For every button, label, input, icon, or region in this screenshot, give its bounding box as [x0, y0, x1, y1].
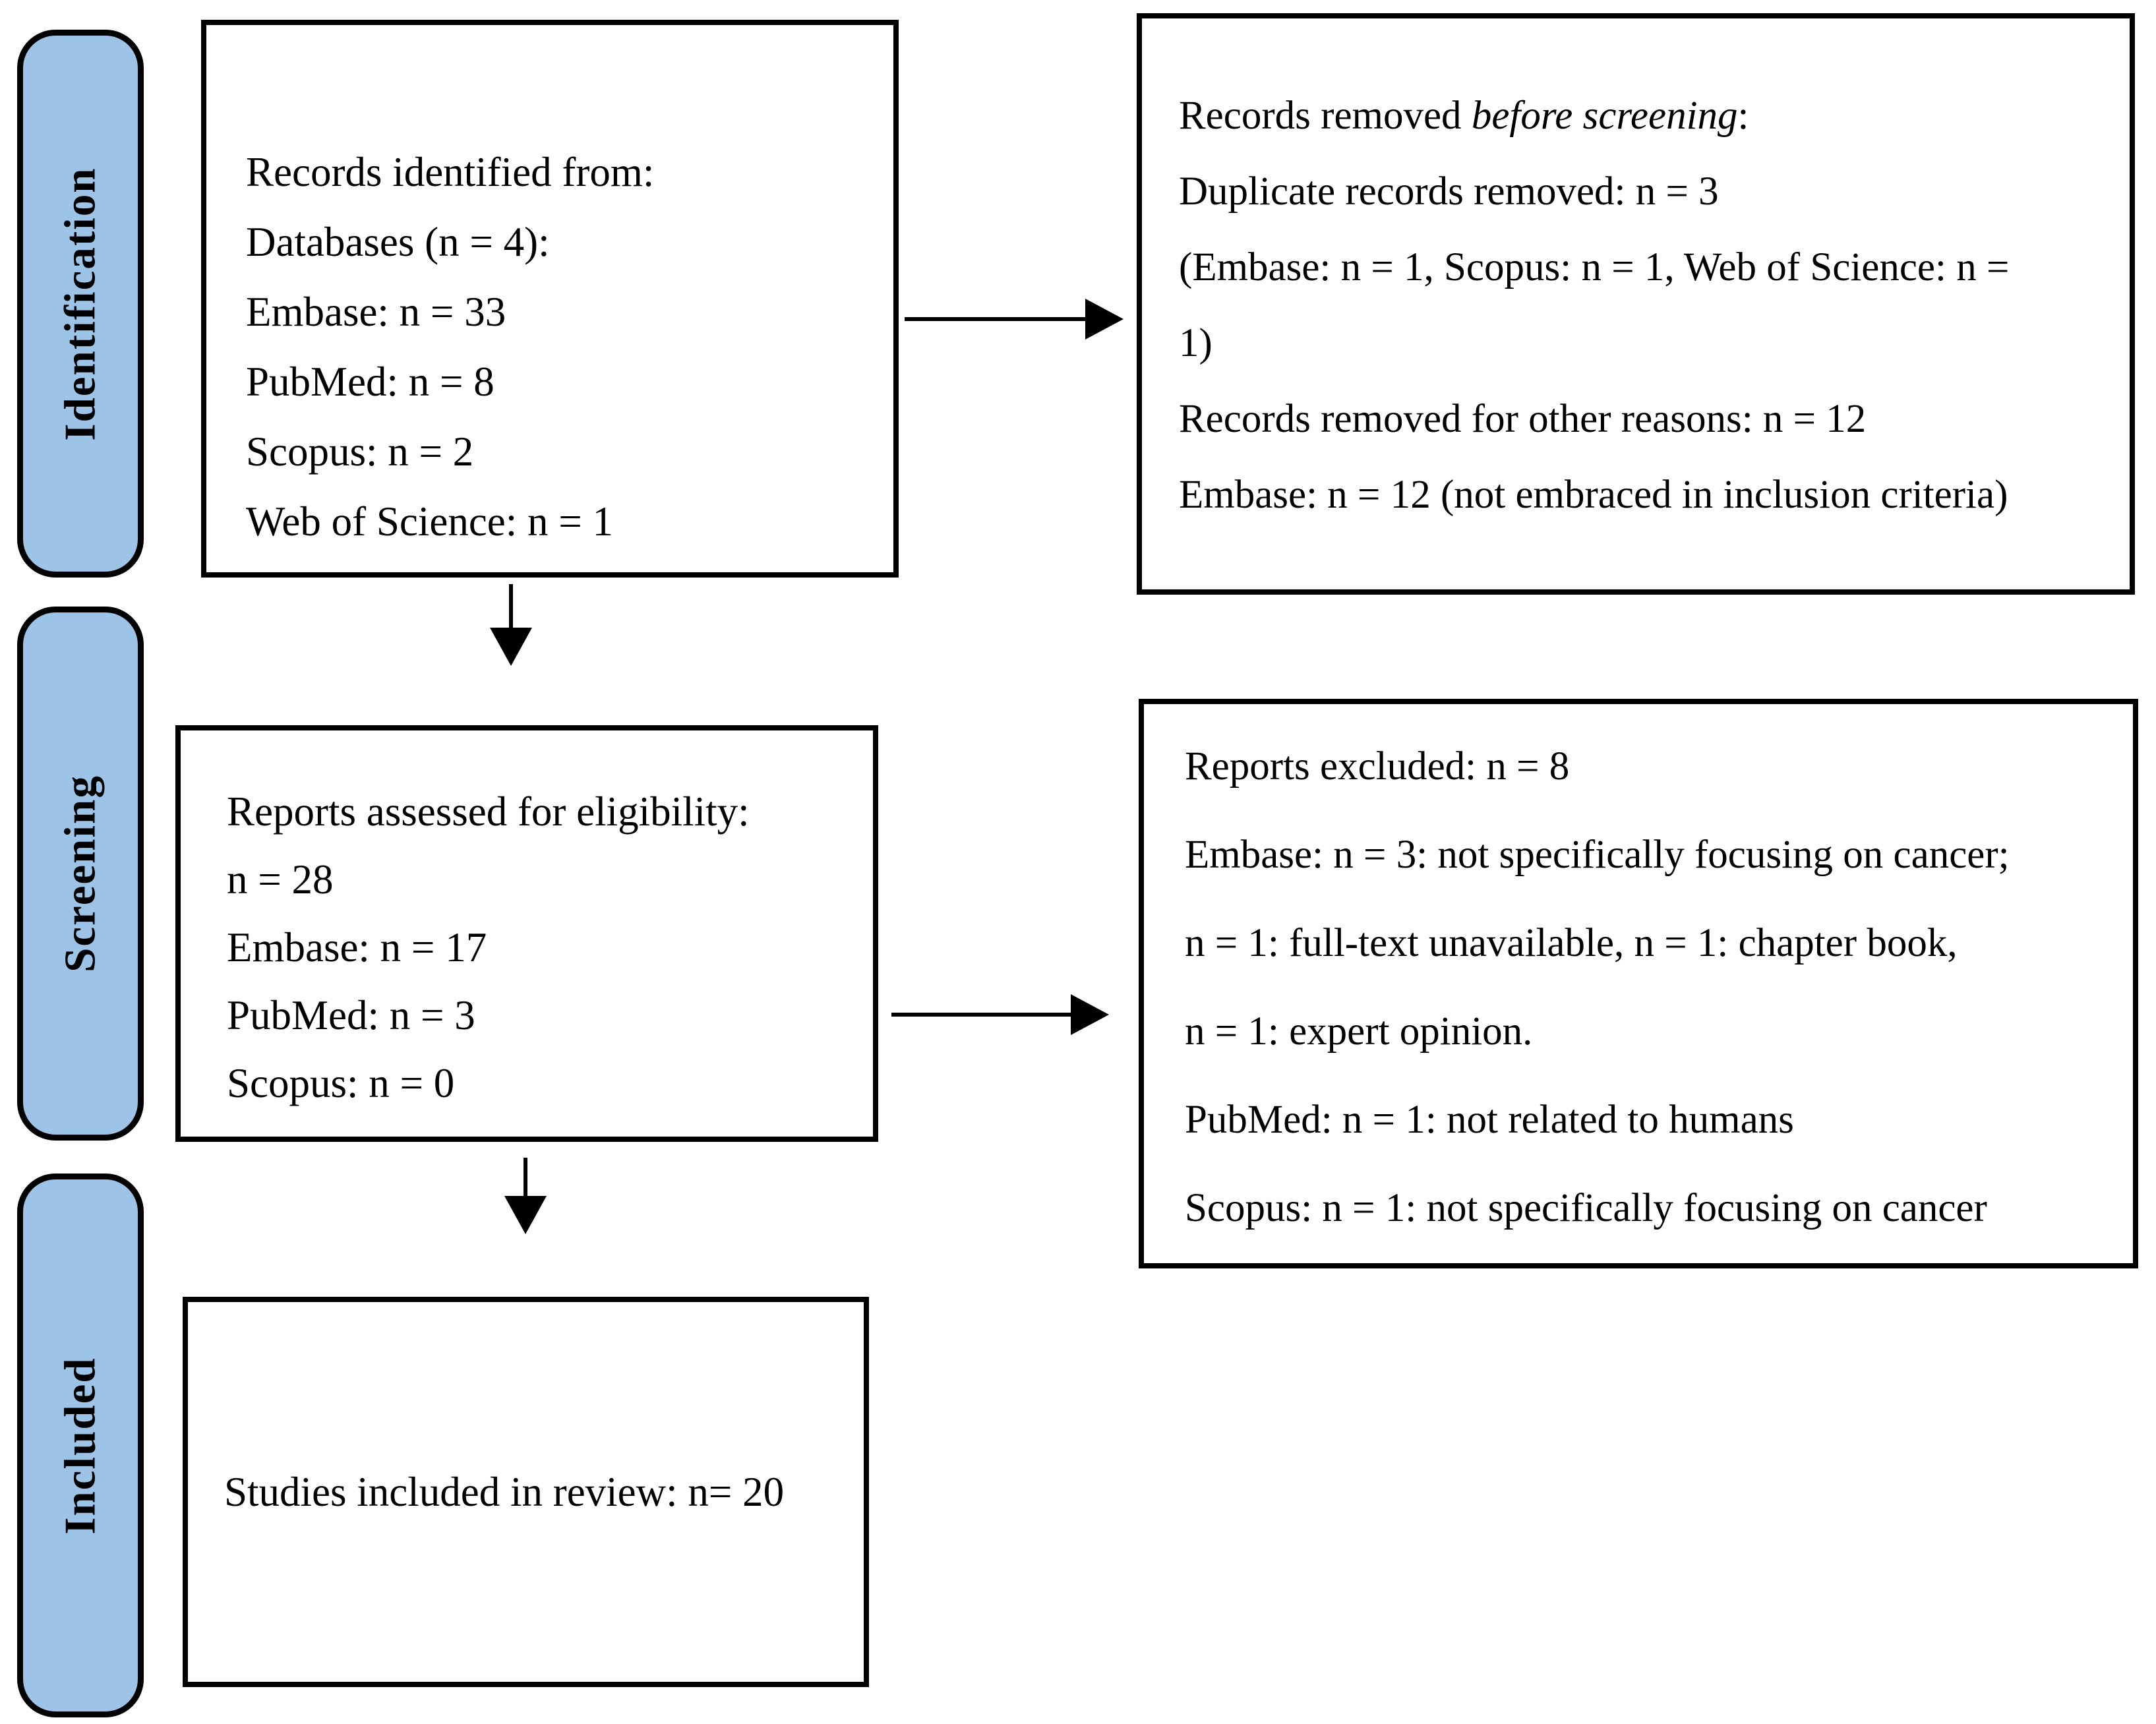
- records-removed-italic: before screening: [1471, 94, 1738, 138]
- reports-excluded-line: PubMed: n = 1: not related to humans: [1185, 1098, 1794, 1142]
- records-removed-line: Duplicate records removed: n = 3: [1179, 169, 1719, 214]
- records-removed-suffix: :: [1737, 94, 1749, 138]
- reports-excluded-line: Scopus: n = 1: not specifically focusing…: [1185, 1186, 1987, 1230]
- records-removed-line: Records removed for other reasons: n = 1…: [1179, 397, 1867, 441]
- reports-excluded-line: Reports excluded: n = 8: [1185, 744, 1570, 788]
- stage-bar-identification: Identification: [17, 30, 144, 578]
- box-records-removed: Records removed before screening: Duplic…: [1137, 13, 2135, 595]
- records-identified-line: Embase: n = 33: [246, 289, 506, 335]
- stage-label-screening: Screening: [55, 775, 105, 972]
- box-studies-included: Studies included in review: n= 20: [183, 1297, 869, 1687]
- arrow-head: [504, 1196, 547, 1234]
- records-removed-line: 1): [1179, 321, 1213, 365]
- reports-assessed-line: Embase: n = 17: [227, 924, 487, 970]
- records-removed-prefix: Records removed: [1179, 94, 1472, 138]
- records-identified-line: Records identified from:: [246, 149, 655, 195]
- arrow-head: [1085, 299, 1123, 340]
- reports-excluded-line: n = 1: expert opinion.: [1185, 1009, 1533, 1054]
- reports-excluded-line: Embase: n = 3: not specifically focusing…: [1185, 833, 2010, 877]
- records-removed-heading: Records removed before screening:: [1179, 78, 2124, 154]
- arrow-shaft: [509, 584, 513, 629]
- records-removed-line: Embase: n = 12 (not embraced in inclusio…: [1179, 473, 2008, 517]
- arrow-head: [1071, 994, 1109, 1035]
- reports-assessed-line: Reports assessed for eligibility:: [227, 788, 750, 835]
- studies-included-text: Studies included in review: n= 20: [224, 1468, 785, 1515]
- arrow-shaft: [905, 317, 1085, 321]
- records-removed-line: (Embase: n = 1, Scopus: n = 1, Web of Sc…: [1179, 245, 2010, 289]
- stage-label-identification: Identification: [55, 166, 105, 441]
- records-identified-line: Web of Science: n = 1: [246, 498, 614, 545]
- arrow-head: [490, 628, 532, 666]
- stage-bar-screening: Screening: [17, 607, 144, 1141]
- reports-assessed-line: PubMed: n = 3: [227, 992, 475, 1038]
- box-reports-assessed: Reports assessed for eligibility: n = 28…: [175, 725, 878, 1142]
- reports-assessed-line: Scopus: n = 0: [227, 1060, 455, 1106]
- records-identified-line: PubMed: n = 8: [246, 359, 494, 405]
- reports-excluded-line: n = 1: full-text unavailable, n = 1: cha…: [1185, 921, 1958, 965]
- stage-bar-included: Included: [17, 1174, 144, 1717]
- records-identified-line: Databases (n = 4):: [246, 219, 550, 265]
- stage-label-included: Included: [55, 1356, 105, 1535]
- box-records-identified: Records identified from: Databases (n = …: [201, 20, 899, 578]
- reports-assessed-line: n = 28: [227, 856, 334, 903]
- arrow-shaft: [524, 1158, 527, 1197]
- arrow-shaft: [891, 1013, 1071, 1017]
- box-reports-excluded: Reports excluded: n = 8 Embase: n = 3: n…: [1139, 699, 2138, 1268]
- records-identified-line: Scopus: n = 2: [246, 429, 474, 475]
